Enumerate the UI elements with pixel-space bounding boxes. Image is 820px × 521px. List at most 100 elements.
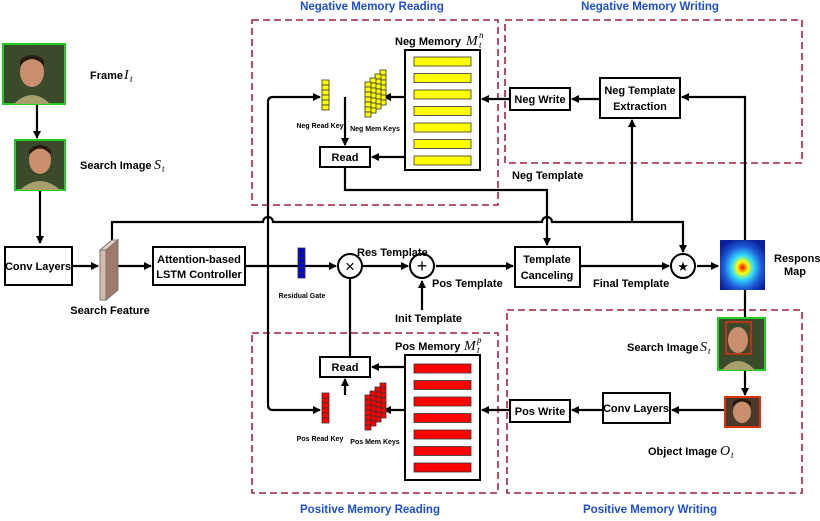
memory-slot <box>413 155 472 166</box>
svg-text:Neg Template: Neg Template <box>604 85 675 97</box>
svg-text:Attention-based: Attention-based <box>157 254 241 266</box>
residual-gate-bar <box>297 247 306 279</box>
key-cell <box>297 272 306 279</box>
response-map-label: Response <box>774 253 820 265</box>
pos-read-key-label: Pos Read Key <box>297 436 344 443</box>
svg-text:t: t <box>130 74 133 84</box>
lstm-controller-box <box>152 246 246 286</box>
pos-read-box <box>319 356 371 378</box>
memory-slot <box>413 429 472 440</box>
svg-text:+: + <box>417 256 428 276</box>
add-operator <box>409 253 435 279</box>
pos-reading-title: Positive Memory Reading <box>300 504 440 516</box>
neg-mem-keys-label: Neg Mem Keys <box>350 126 400 133</box>
neg-writing-section <box>504 19 803 164</box>
key-cell <box>321 402 330 409</box>
search-feature-block <box>98 238 120 302</box>
key-cell <box>297 247 306 254</box>
neg-mem-keys <box>364 69 387 118</box>
svg-text:t: t <box>477 345 480 355</box>
mem-key-cell <box>364 81 372 88</box>
mem-key-cell <box>364 394 372 401</box>
pos-mem-keys <box>364 382 387 431</box>
search-image-right <box>717 317 766 371</box>
svg-text:Neg Write: Neg Write <box>514 94 565 106</box>
neg-template-extraction-box <box>599 77 681 119</box>
mem-key-cell <box>364 91 372 98</box>
key-cell <box>321 79 330 86</box>
neg-reading-section <box>251 19 499 206</box>
key-cell <box>321 417 330 424</box>
memory-slot <box>413 413 472 423</box>
svg-text:M: M <box>463 339 477 354</box>
mem-key-cell <box>364 424 372 431</box>
pos-write-box <box>509 399 571 423</box>
key-cell <box>297 257 306 264</box>
mem-key-cell <box>364 404 372 411</box>
svg-text:O: O <box>720 444 730 459</box>
svg-text:I: I <box>123 68 130 83</box>
frame-image <box>2 43 66 105</box>
memory-slot <box>413 380 472 390</box>
pos-template-label: Pos Template <box>432 278 503 290</box>
mem-key-cell <box>364 414 372 421</box>
mem-key-cell <box>364 419 372 426</box>
memory-slot <box>413 122 472 133</box>
memory-slot <box>413 106 472 116</box>
svg-text:S: S <box>700 340 707 355</box>
mem-key-cell <box>364 101 372 108</box>
neg-read-key-label: Neg Read Key <box>296 123 343 130</box>
final-template-label: Final Template <box>593 278 669 290</box>
frame-label: Frame <box>90 70 123 82</box>
key-cell <box>297 267 306 274</box>
svg-text:p: p <box>476 335 482 345</box>
key-cell <box>321 407 330 414</box>
pos-memory-label: Pos Memory <box>395 341 461 353</box>
pos-reading-section <box>251 332 499 494</box>
svg-text:t: t <box>708 346 711 356</box>
svg-text:Read: Read <box>332 362 359 374</box>
neg-write-box <box>509 87 571 111</box>
memory-slot <box>413 56 472 67</box>
svg-text:n: n <box>479 30 484 40</box>
key-cell <box>297 262 306 269</box>
neg-reading-title: Negative Memory Reading <box>300 1 444 13</box>
svg-text:Canceling: Canceling <box>521 270 574 282</box>
conv-layers-right-box <box>602 392 671 424</box>
memory-slot <box>413 363 472 374</box>
svg-text:Extraction: Extraction <box>613 101 667 113</box>
multiply-operator <box>337 253 363 279</box>
memory-slot <box>413 446 472 456</box>
key-cell <box>321 104 330 111</box>
neg-read-box <box>319 146 371 168</box>
mem-key-cell <box>364 399 372 406</box>
mem-key-cell <box>364 409 372 416</box>
memory-slot <box>413 139 472 149</box>
neg-template-label: Neg Template <box>512 170 583 182</box>
memory-slot <box>413 396 472 407</box>
neg-memory-slots <box>413 56 472 166</box>
svg-text:t: t <box>162 164 165 174</box>
memory-slot <box>413 89 472 100</box>
pos-mem-keys-label: Pos Mem Keys <box>350 439 400 446</box>
key-cell <box>321 84 330 91</box>
pos-memory-slots <box>413 363 472 473</box>
response-map-image <box>720 240 765 290</box>
mem-key-cell <box>364 96 372 103</box>
mem-key-cell <box>364 86 372 93</box>
mem-key-cell <box>364 111 372 118</box>
svg-text:t: t <box>731 450 734 460</box>
conv-layers-box <box>4 246 73 286</box>
search-image <box>14 139 66 191</box>
pos-writing-section <box>506 309 803 494</box>
key-cell <box>321 412 330 419</box>
svg-text:Conv Layers: Conv Layers <box>603 403 669 415</box>
object-image <box>724 396 761 428</box>
neg-writing-title: Negative Memory Writing <box>581 1 719 13</box>
svg-text:LSTM Controller: LSTM Controller <box>156 269 242 281</box>
key-cell <box>321 94 330 101</box>
init-template-label: Init Template <box>395 313 462 325</box>
search-feature-label: Search Feature <box>70 305 149 317</box>
